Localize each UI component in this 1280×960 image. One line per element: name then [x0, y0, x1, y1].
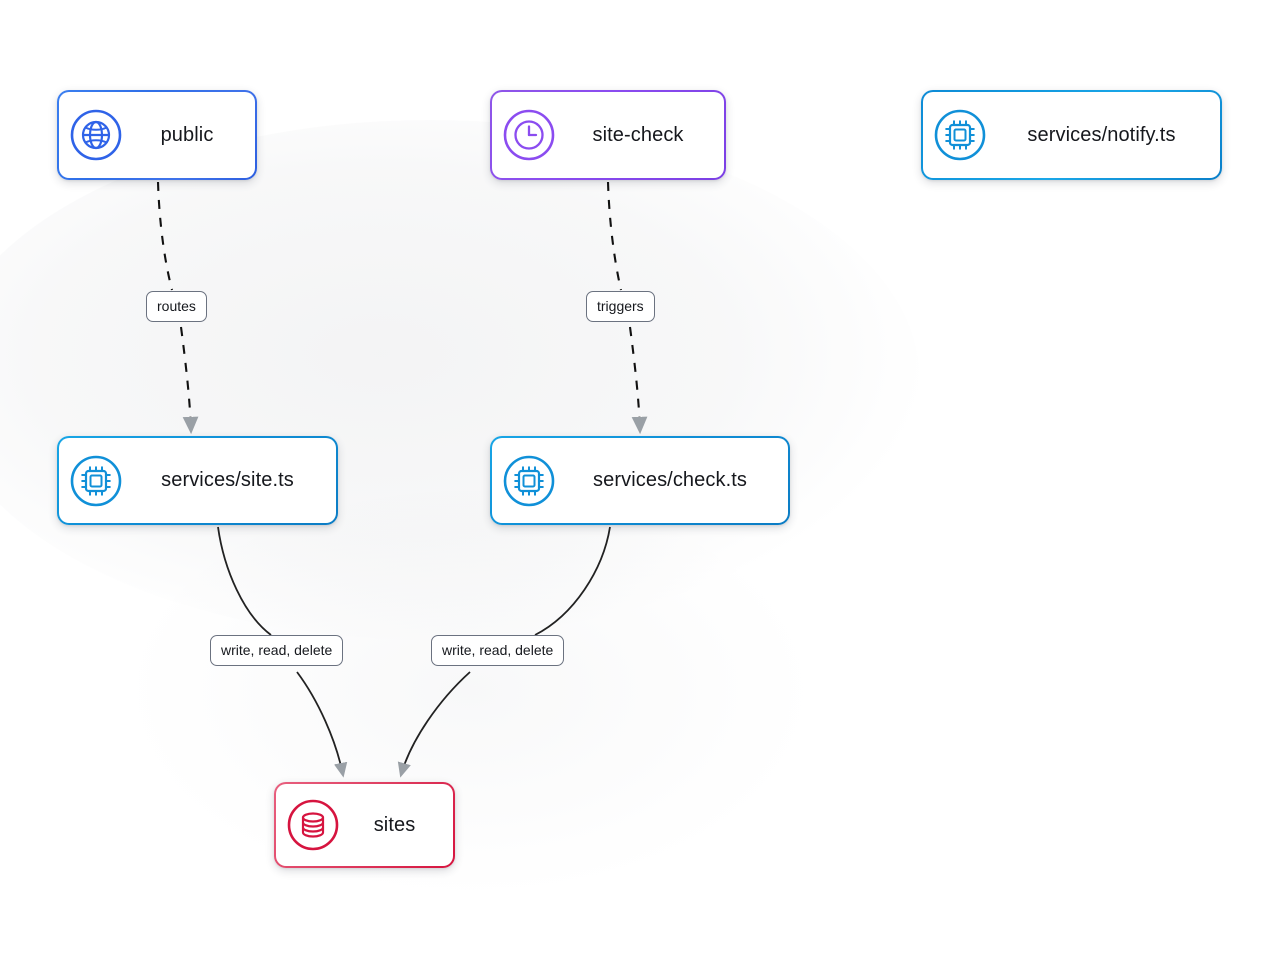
edge-label-routes[interactable]: routes: [146, 291, 207, 322]
edge-public-to-site-lower: [179, 326, 199, 435]
edge-sitecheck-to-check-upper: [606, 181, 623, 291]
cpu-chip-icon: [492, 453, 566, 509]
edge-public-to-site-upper: [156, 181, 174, 291]
node-services-check-label: services/check.ts: [593, 469, 747, 491]
edge-label-check-to-sites[interactable]: write, read, delete: [431, 635, 565, 666]
edge-check-to-sites-lower: [397, 671, 471, 778]
edge-check-to-sites-upper: [534, 526, 611, 636]
cpu-chip-icon: [923, 107, 997, 163]
database-icon: [276, 797, 350, 853]
node-services-check[interactable]: services/check.ts: [490, 436, 790, 525]
node-public-label: public: [160, 123, 214, 146]
clock-icon: [492, 107, 566, 163]
node-services-site-label: services/site.ts: [161, 469, 294, 491]
edge-site-to-sites-upper: [217, 526, 272, 636]
edge-label-triggers[interactable]: triggers: [586, 291, 655, 322]
node-site-check[interactable]: site-check: [490, 90, 726, 180]
node-services-notify[interactable]: services/notify.ts: [921, 90, 1222, 180]
edge-label-site-to-sites[interactable]: write, read, delete: [210, 635, 344, 666]
node-public[interactable]: public: [57, 90, 257, 180]
edge-sitecheck-to-check-lower: [628, 326, 648, 435]
node-services-notify-label: services/notify.ts: [1027, 123, 1176, 146]
edge-site-to-sites-lower: [296, 671, 348, 778]
node-sites-label: sites: [373, 813, 416, 836]
cpu-chip-icon: [59, 453, 133, 509]
node-sites[interactable]: sites: [274, 782, 455, 868]
node-site-check-label: site-check: [592, 123, 684, 146]
globe-icon: [59, 107, 133, 163]
node-services-site[interactable]: services/site.ts: [57, 436, 338, 525]
